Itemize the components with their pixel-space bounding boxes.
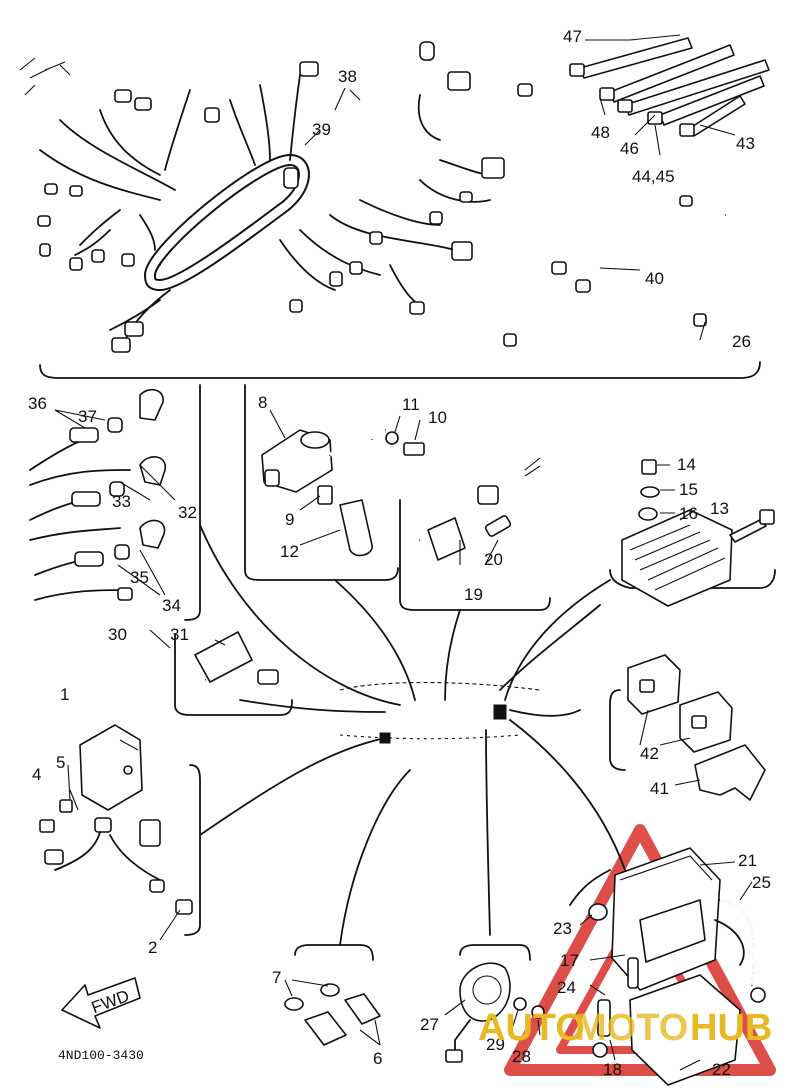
fwd-label: FWD xyxy=(89,986,132,1017)
callout-26: 26 xyxy=(732,332,751,351)
callout-21: 21 xyxy=(738,851,757,870)
battery-group xyxy=(569,847,766,1086)
callout-30: 30 xyxy=(108,625,127,644)
sensor-group-19-20 xyxy=(399,457,551,611)
callout-10: 10 xyxy=(428,408,447,427)
callout-16: 16 xyxy=(679,504,698,523)
sub-lead-40 xyxy=(551,195,726,293)
cable-ties xyxy=(569,37,770,137)
callout-36: 36 xyxy=(28,394,47,413)
main-wire-harness xyxy=(19,41,533,353)
callout-38: 38 xyxy=(338,67,357,86)
callout-18: 18 xyxy=(603,1060,622,1079)
top-group-bracket xyxy=(39,361,761,379)
callout-6: 6 xyxy=(373,1049,382,1068)
rectifier-regulator-group xyxy=(609,459,776,607)
callout-37: 37 xyxy=(78,407,97,426)
callout-5: 5 xyxy=(56,753,65,772)
callout-9: 9 xyxy=(285,510,294,529)
callout-28: 28 xyxy=(512,1047,531,1066)
callout-35: 35 xyxy=(130,568,149,587)
connector-pair-6-7 xyxy=(284,944,381,1046)
svg-text:HUB: HUB xyxy=(690,1007,772,1049)
callout-19: 19 xyxy=(464,585,483,604)
callout-7: 7 xyxy=(272,968,281,987)
callout-33: 33 xyxy=(112,492,131,511)
switch-30-31 xyxy=(174,631,293,716)
callout-25: 25 xyxy=(752,873,771,892)
svg-text:AUTO: AUTO xyxy=(478,1007,585,1049)
callout-20: 20 xyxy=(484,550,503,569)
callout-4: 4 xyxy=(32,765,41,784)
callout-29: 29 xyxy=(486,1035,505,1054)
callout-24: 24 xyxy=(557,978,576,997)
callout-labels: 47 48 46 44,45 43 38 39 40 26 36 37 33 3… xyxy=(28,27,771,1079)
callout-47: 47 xyxy=(563,27,582,46)
spark-plug-caps-group xyxy=(29,384,201,621)
callout-46: 46 xyxy=(620,139,639,158)
central-assembly xyxy=(199,524,626,946)
relay-group-41-42 xyxy=(609,654,766,801)
callout-34: 34 xyxy=(162,596,181,615)
callout-27: 27 xyxy=(420,1015,439,1034)
callout-22: 22 xyxy=(712,1060,731,1079)
callout-32: 32 xyxy=(178,503,197,522)
callout-43: 43 xyxy=(736,134,755,153)
callout-11: 11 xyxy=(402,395,420,414)
callout-12: 12 xyxy=(280,542,299,561)
ignition-coil-group xyxy=(244,384,425,581)
ignitor-group-1-5 xyxy=(39,724,201,936)
callout-41: 41 xyxy=(650,779,669,798)
callout-13: 13 xyxy=(710,499,729,518)
drawing-code: 4ND100-3430 xyxy=(58,1048,144,1063)
fwd-arrow xyxy=(61,977,141,1029)
callout-48: 48 xyxy=(591,123,610,142)
callout-2: 2 xyxy=(148,938,157,957)
callout-1: 1 xyxy=(60,685,69,704)
callout-8: 8 xyxy=(258,393,267,412)
callout-40: 40 xyxy=(645,269,664,288)
sub-lead-26 xyxy=(503,313,707,347)
callout-39: 39 xyxy=(312,120,331,139)
callout-14: 14 xyxy=(677,455,696,474)
switch-group-27-29 xyxy=(445,944,545,1063)
callout-31: 31 xyxy=(170,625,189,644)
callout-23: 23 xyxy=(553,919,572,938)
callout-15: 15 xyxy=(679,480,698,499)
svg-text:MOTO: MOTO xyxy=(575,1007,688,1049)
callout-17: 17 xyxy=(560,951,579,970)
callout-leaders xyxy=(67,34,753,1071)
watermark-text: AUTO MOTO HUB xyxy=(478,1007,772,1049)
callout-44-45: 44,45 xyxy=(632,167,675,186)
callout-42: 42 xyxy=(640,744,659,763)
